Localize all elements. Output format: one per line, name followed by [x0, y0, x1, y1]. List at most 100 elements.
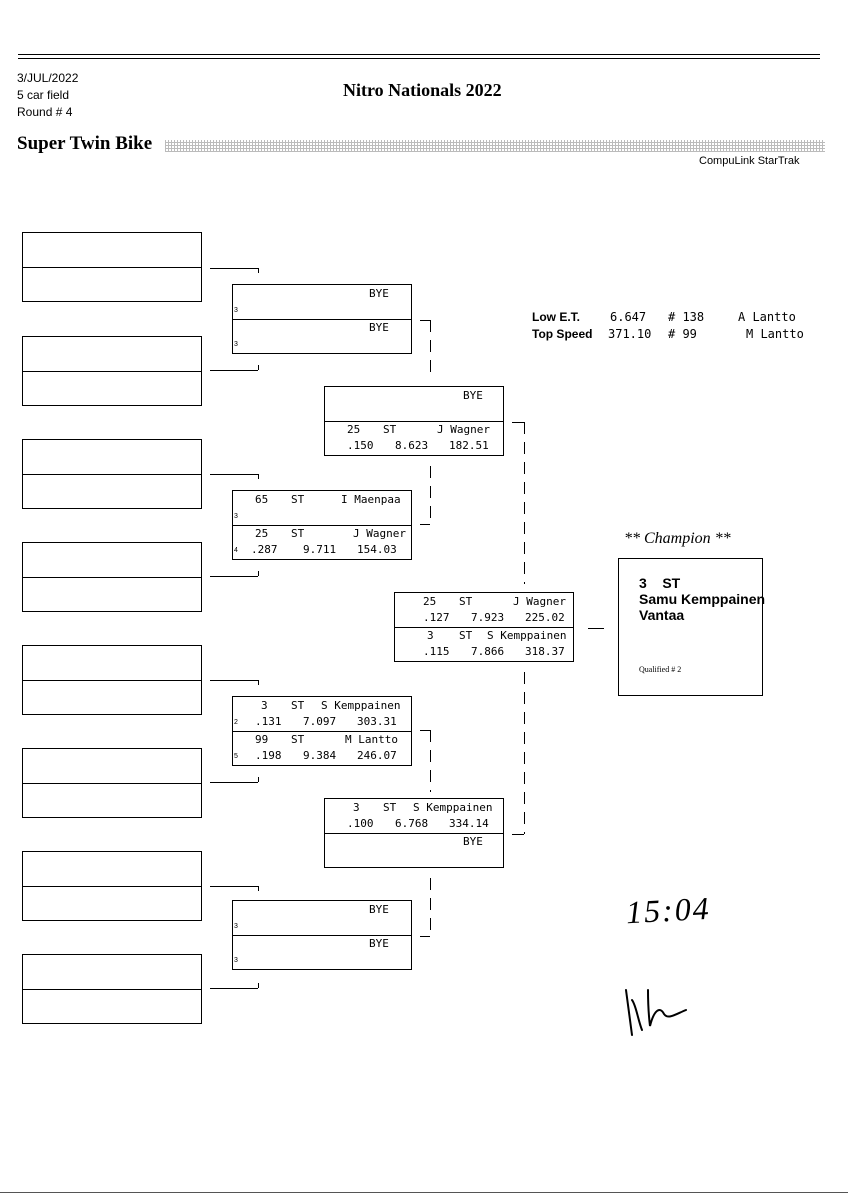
handwritten-time: 15:04 — [625, 889, 712, 931]
reaction-time: .198 — [255, 749, 282, 762]
connector — [430, 730, 431, 792]
lane-number: 3 — [234, 957, 238, 964]
connector — [258, 474, 259, 479]
bottom-rule — [0, 1192, 848, 1193]
bye-label: BYE — [369, 321, 389, 334]
handwritten-signature — [625, 989, 687, 1036]
lane-number: 4 — [234, 547, 238, 554]
racer-name: S Kemppainen — [321, 699, 401, 712]
racer-name: S Kemppainen — [487, 629, 567, 642]
connector — [258, 777, 259, 782]
round1-box-5 — [22, 645, 202, 715]
racer-number: 3 — [353, 801, 360, 814]
connector — [258, 268, 259, 273]
connector — [258, 680, 259, 685]
low-et-name: A Lantto — [738, 310, 796, 324]
connector — [524, 422, 525, 584]
racer-class: ST — [383, 423, 397, 436]
elapsed-time: 6.768 — [395, 817, 429, 830]
round1-box-1 — [22, 232, 202, 302]
racer-number: 3 — [261, 699, 268, 712]
top-rule — [18, 54, 820, 55]
racer-class: ST — [291, 527, 305, 540]
connector — [420, 320, 430, 321]
bye-label: BYE — [369, 937, 389, 950]
lane-number: 2 — [234, 719, 238, 726]
top-speed-name: M Lantto — [746, 327, 804, 341]
racer-name: M Lantto — [345, 733, 398, 746]
racer-name: J Wagner — [513, 595, 566, 608]
connector — [524, 672, 525, 834]
reaction-time: .115 — [423, 645, 450, 658]
round1-box-4 — [22, 542, 202, 612]
connector — [512, 422, 524, 423]
low-et-value: 6.647 — [610, 310, 647, 324]
elapsed-time: 7.866 — [471, 645, 505, 658]
racer-number: 3 — [427, 629, 434, 642]
round2-match-2: 65 ST I Maenpaa 3 25 ST J Wagner 4 .287 … — [232, 490, 412, 560]
connector — [430, 320, 431, 378]
speed: 334.14 — [449, 817, 489, 830]
round1-box-3 — [22, 439, 202, 509]
bye-label: BYE — [369, 903, 389, 916]
connector — [258, 365, 259, 370]
speed: 182.51 — [449, 439, 489, 452]
bye-label: BYE — [463, 389, 483, 402]
round-number: Round # 4 — [17, 105, 73, 119]
connector — [430, 466, 431, 524]
round2-match-4: BYE 3 BYE 3 — [232, 900, 412, 970]
semifinal-match-1: BYE 25 ST J Wagner .150 8.623 182.51 — [324, 386, 504, 456]
connector — [420, 936, 430, 937]
top-speed-number: # 99 — [668, 327, 697, 341]
lane-number: 3 — [234, 923, 238, 930]
connector — [210, 680, 258, 681]
connector — [210, 370, 258, 371]
header-info: 3/JUL/2022 5 car field Round # 4 — [17, 70, 78, 121]
bye-label: BYE — [369, 287, 389, 300]
champion-name: Samu Kemppainen — [639, 591, 766, 607]
title-hatch-bar — [165, 140, 825, 152]
connector — [210, 988, 258, 989]
racer-number: 65 — [255, 493, 269, 506]
class-title: Super Twin Bike — [17, 133, 153, 154]
bye-label: BYE — [463, 835, 483, 848]
low-et-label: Low E.T. — [532, 310, 580, 324]
top-rule-2 — [18, 58, 820, 59]
elapsed-time: 9.384 — [303, 749, 337, 762]
connector — [512, 834, 524, 835]
lane-number: 5 — [234, 753, 238, 760]
racer-number: 99 — [255, 733, 269, 746]
lane-number: 3 — [234, 307, 238, 314]
event-title: Nitro Nationals 2022 — [343, 80, 502, 100]
racer-class: ST — [291, 493, 305, 506]
round1-box-6 — [22, 748, 202, 818]
round1-box-8 — [22, 954, 202, 1024]
speed: 303.31 — [357, 715, 397, 728]
racer-name: J Wagner — [437, 423, 490, 436]
racer-class: ST — [459, 629, 473, 642]
elapsed-time: 7.923 — [471, 611, 505, 624]
elapsed-time: 8.623 — [395, 439, 429, 452]
semifinal-match-2: 3 ST S Kemppainen .100 6.768 334.14 BYE — [324, 798, 504, 868]
round2-match-3: 3 ST S Kemppainen 2 .131 7.097 303.31 99… — [232, 696, 412, 766]
connector — [210, 782, 258, 783]
champion-number-class: 3 ST — [639, 575, 681, 591]
round1-box-7 — [22, 851, 202, 921]
champion-box: 3 ST Samu Kemppainen Vantaa Qualified # … — [618, 558, 766, 696]
champion-city: Vantaa — [639, 607, 685, 623]
racer-class: ST — [459, 595, 473, 608]
top-speed-value: 371.10 — [608, 327, 652, 341]
lane-number: 3 — [234, 513, 238, 520]
champion-heading: ** Champion ** — [624, 530, 731, 547]
racer-number: 25 — [255, 527, 269, 540]
low-et-number: # 138 — [668, 310, 705, 324]
racer-class: ST — [291, 699, 305, 712]
champion-qualified: Qualified # 2 — [639, 665, 682, 674]
reaction-time: .131 — [255, 715, 282, 728]
connector — [210, 576, 258, 577]
speed: 225.02 — [525, 611, 565, 624]
reaction-time: .100 — [347, 817, 374, 830]
connector — [258, 886, 259, 891]
round2-match-1: BYE 3 BYE 3 — [232, 284, 412, 354]
connector — [420, 730, 430, 731]
